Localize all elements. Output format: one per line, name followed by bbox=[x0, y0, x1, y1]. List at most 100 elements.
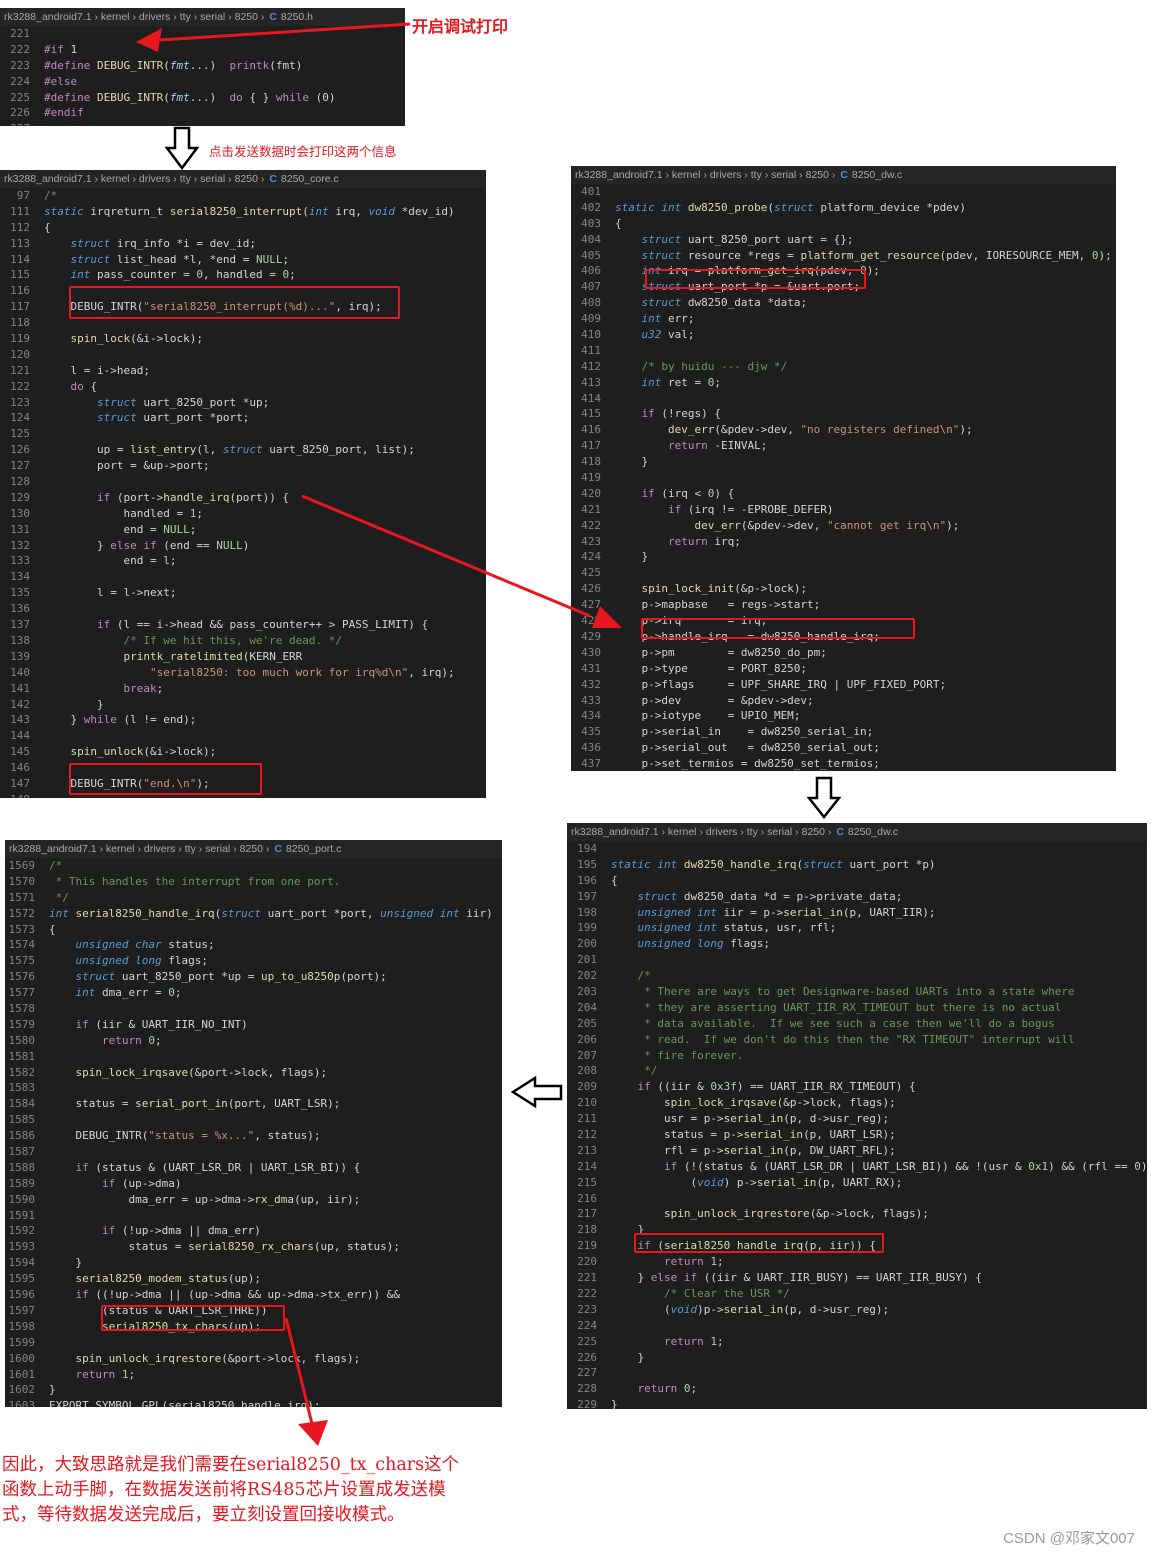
breadcrumb-item[interactable]: tty bbox=[746, 826, 758, 838]
breadcrumb-item[interactable]: 8250_port.c bbox=[285, 843, 342, 855]
code-text: printk_ratelimited(KERN_ERR bbox=[123, 649, 303, 663]
line-number: 223 bbox=[577, 1302, 597, 1316]
breadcrumb-item[interactable]: drivers bbox=[705, 826, 738, 838]
breadcrumb-item[interactable]: drivers bbox=[709, 169, 742, 181]
breadcrumb-item[interactable]: kernel bbox=[100, 11, 130, 23]
code-line: 226#endif bbox=[0, 105, 405, 121]
breadcrumb-item[interactable]: serial bbox=[767, 826, 793, 838]
breadcrumb-item[interactable]: tty bbox=[179, 173, 191, 185]
code-line: 1588 if (status & (UART_LSR_DR | UART_LS… bbox=[5, 1160, 502, 1176]
code-line: 136 bbox=[0, 601, 486, 617]
line-number: 204 bbox=[577, 1000, 597, 1014]
breadcrumb-item[interactable]: 8250 bbox=[801, 826, 825, 838]
code-line: 131 end = NULL; bbox=[0, 522, 486, 538]
breadcrumb-item[interactable]: rk3288_android7.1 bbox=[4, 173, 92, 185]
code-text: p->serial_out = dw8250_serial_out; bbox=[615, 741, 880, 755]
code-line: 125 bbox=[0, 426, 486, 442]
code-text: #endif bbox=[44, 106, 84, 120]
code-text: struct dw8250_data *data; bbox=[641, 296, 808, 310]
breadcrumb[interactable]: rk3288_android7.1 › kernel › drivers › t… bbox=[0, 170, 486, 188]
breadcrumb-item[interactable]: drivers bbox=[143, 843, 176, 855]
breadcrumb-item[interactable]: 8250 bbox=[805, 169, 829, 181]
breadcrumb-separator-icon: › bbox=[129, 11, 139, 23]
breadcrumb-separator-icon: › bbox=[696, 826, 706, 838]
breadcrumb-item[interactable]: tty bbox=[750, 169, 762, 181]
breadcrumb-item[interactable]: serial bbox=[205, 843, 231, 855]
line-number: 222 bbox=[10, 42, 30, 56]
down-arrow-icon bbox=[164, 126, 200, 171]
breadcrumb-item[interactable]: rk3288_android7.1 bbox=[571, 826, 659, 838]
code-line: 414 bbox=[571, 391, 1116, 407]
code-text: p->iotype = UPIO_MEM; bbox=[615, 709, 801, 723]
c-file-icon: C bbox=[269, 11, 277, 23]
breadcrumb-item[interactable]: kernel bbox=[105, 843, 135, 855]
code-text: struct uart_8250_port *up; bbox=[96, 395, 270, 409]
line-number: 227 bbox=[0, 121, 30, 126]
line-number: 1589 bbox=[8, 1176, 36, 1190]
highlight-handle-irq-assign bbox=[641, 618, 915, 639]
breadcrumb-item[interactable]: 8250_core.c bbox=[280, 173, 339, 185]
code-line: 142 } bbox=[0, 697, 486, 713]
line-number: 130 bbox=[10, 506, 30, 520]
breadcrumb-item[interactable]: rk3288_android7.1 bbox=[9, 843, 97, 855]
breadcrumb-item[interactable]: kernel bbox=[667, 826, 697, 838]
line-number: 1574 bbox=[8, 938, 36, 952]
code-line: 411 bbox=[571, 343, 1116, 359]
breadcrumb[interactable]: rk3288_android7.1 › kernel › drivers › t… bbox=[567, 823, 1147, 841]
breadcrumb-item[interactable]: 8250.h bbox=[280, 11, 314, 23]
code-line: 436 p->serial_out = dw8250_serial_out; bbox=[571, 740, 1116, 756]
line-number: 1586 bbox=[8, 1129, 36, 1143]
code-line: 425 bbox=[571, 565, 1116, 581]
code-text: end = l; bbox=[44, 554, 177, 568]
code-text: p->serial_in = dw8250_serial_in; bbox=[615, 725, 874, 739]
line-number: 203 bbox=[577, 985, 597, 999]
breadcrumb[interactable]: rk3288_android7.1 › kernel › drivers › t… bbox=[5, 840, 502, 858]
breadcrumb-item[interactable]: drivers bbox=[138, 11, 171, 23]
breadcrumb-item[interactable]: tty bbox=[184, 843, 196, 855]
code-text: p->handle_irq = dw8250_handle_irq; bbox=[615, 629, 880, 643]
line-number: 128 bbox=[10, 475, 30, 489]
code-text: p->type = PORT_8250; bbox=[615, 661, 808, 675]
code-line: 225#define DEBUG_INTR(fmt...) do { } whi… bbox=[0, 90, 405, 106]
breadcrumb-item[interactable]: 8250 bbox=[239, 843, 263, 855]
breadcrumb-separator-icon: › bbox=[225, 11, 235, 23]
code-line: 122 do { bbox=[0, 379, 486, 395]
line-number: 423 bbox=[581, 534, 601, 548]
breadcrumb-item[interactable]: 8250_dw.c bbox=[847, 826, 899, 838]
code-line: 139 printk_ratelimited(KERN_ERR bbox=[0, 649, 486, 665]
breadcrumb-separator-icon: › bbox=[91, 173, 101, 185]
code-text: p->set_termios = dw8250_set_termios; bbox=[615, 757, 880, 771]
line-number: 1572 bbox=[8, 906, 36, 920]
code-text: * read. If we don't do this then the "RX… bbox=[611, 1032, 1075, 1046]
breadcrumb-item[interactable]: kernel bbox=[671, 169, 701, 181]
breadcrumb-item[interactable]: kernel bbox=[100, 173, 130, 185]
breadcrumb-item[interactable]: 8250 bbox=[234, 11, 258, 23]
breadcrumb-item[interactable]: serial bbox=[200, 173, 226, 185]
breadcrumb-item[interactable]: tty bbox=[179, 11, 191, 23]
code-line: 220 return 1; bbox=[567, 1254, 1147, 1270]
line-number: 212 bbox=[577, 1128, 597, 1142]
code-text: /* bbox=[611, 969, 651, 983]
code-line: 114 struct list_head *l, *end = NULL; bbox=[0, 252, 486, 268]
code-line: 410 u32 val; bbox=[571, 327, 1116, 343]
line-number: 115 bbox=[10, 268, 30, 282]
line-number: 1583 bbox=[8, 1081, 36, 1095]
code-text: } bbox=[49, 1383, 56, 1397]
line-number: 402 bbox=[581, 200, 601, 214]
code-line: 1591 bbox=[5, 1208, 502, 1224]
breadcrumb-item[interactable]: serial bbox=[200, 11, 226, 23]
code-text: /* by huidu --- djw */ bbox=[615, 359, 788, 373]
breadcrumb-item[interactable]: rk3288_android7.1 bbox=[4, 11, 92, 23]
breadcrumb-item[interactable]: serial bbox=[771, 169, 797, 181]
breadcrumb-item[interactable]: 8250 bbox=[234, 173, 258, 185]
code-line: 205 * data available. If we see such a c… bbox=[567, 1016, 1147, 1032]
line-number: 131 bbox=[10, 522, 30, 536]
code-text: dev_err(&pdev->dev, "cannot get irq\n"); bbox=[694, 518, 960, 532]
line-number: 419 bbox=[581, 471, 601, 485]
breadcrumb-item[interactable]: 8250_dw.c bbox=[851, 169, 903, 181]
breadcrumb-item[interactable]: drivers bbox=[138, 173, 171, 185]
breadcrumb[interactable]: rk3288_android7.1 › kernel › drivers › t… bbox=[571, 166, 1116, 184]
breadcrumb-item[interactable]: rk3288_android7.1 bbox=[575, 169, 663, 181]
breadcrumb[interactable]: rk3288_android7.1 › kernel › drivers › t… bbox=[0, 8, 405, 26]
